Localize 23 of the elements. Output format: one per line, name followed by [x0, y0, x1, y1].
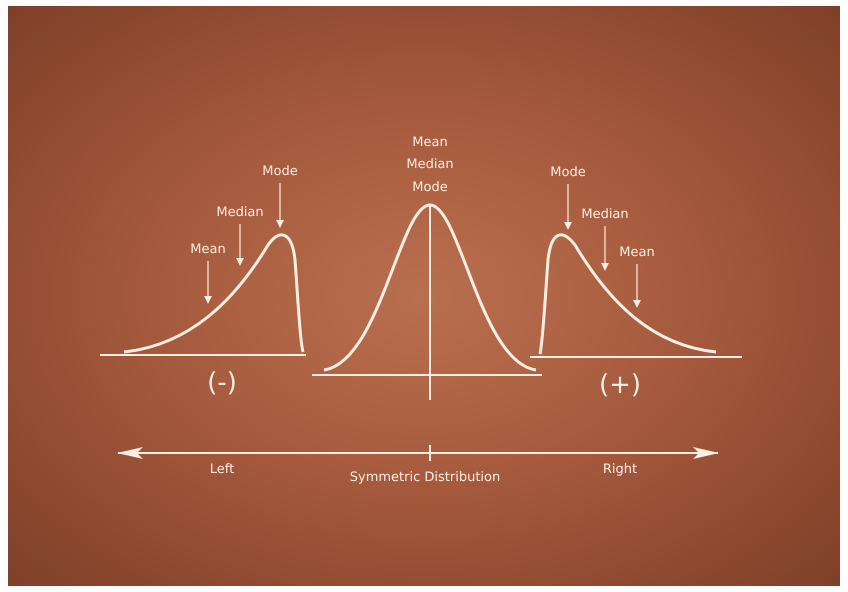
right-skewed-curve-drawing [530, 233, 742, 358]
curve-label: Mean [412, 135, 448, 151]
leader-line [601, 226, 609, 271]
curve-label: Median [216, 205, 264, 221]
leader-line [276, 183, 284, 228]
symmetric-curve-drawing [312, 204, 542, 400]
axis-label: Right [602, 462, 638, 478]
curve-label: Mean [619, 245, 655, 261]
skew-sign: (+) [598, 370, 642, 400]
left-skewed-curve-drawing [100, 234, 306, 356]
curve-label: Median [581, 207, 629, 223]
leader-line [564, 184, 572, 230]
curve-label: Median [406, 157, 454, 173]
curve-label: Mode [412, 180, 448, 196]
skew-sign: (-) [207, 368, 237, 398]
axis-label: Left [210, 462, 234, 478]
curve-label: Mode [262, 164, 298, 180]
leader-line [633, 264, 641, 308]
axis-label: Symmetric Distribution [350, 470, 500, 486]
curve-label: Mode [550, 165, 586, 181]
leader-line [204, 261, 212, 304]
curve-label: Mean [190, 242, 226, 258]
leader-line [236, 224, 244, 266]
